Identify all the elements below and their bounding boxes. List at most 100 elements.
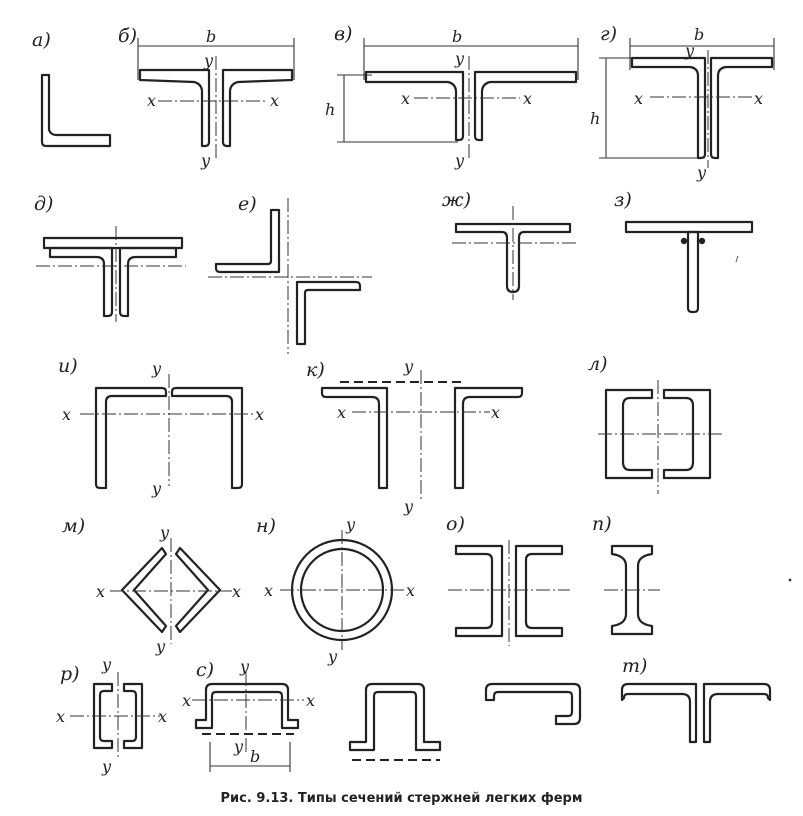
- axis-x-label-s-left: x: [182, 691, 191, 710]
- axis-x-label-n-right: x: [406, 581, 415, 600]
- panel-m: м) x x y y: [62, 515, 241, 656]
- axis-x-label-g-right: x: [754, 89, 763, 108]
- section-s-hat: [194, 682, 300, 730]
- axis-x-label-i-right: x: [255, 405, 264, 424]
- axis-x-label-v-right: x: [523, 89, 532, 108]
- panel-a: а): [32, 29, 112, 148]
- print-speck: [788, 578, 792, 582]
- dim-g-h: h: [590, 109, 600, 128]
- section-d-plate: [42, 236, 184, 250]
- axis-x-label-b-left: x: [147, 91, 156, 110]
- axis-y-label-i-bottom: y: [151, 479, 162, 498]
- section-lying-channel: [484, 682, 582, 726]
- panel-i: и) x x y y: [58, 355, 264, 498]
- panel-d: д): [34, 193, 186, 322]
- section-t-angle-left: [620, 682, 698, 744]
- section-g-angle-left: [630, 56, 707, 160]
- dim-g-b: b: [694, 25, 704, 44]
- dim-v-h: h: [325, 100, 335, 119]
- section-i-angle-left: [94, 386, 168, 490]
- panel-label-e: е): [238, 193, 257, 215]
- axis-y-label-v-top: y: [454, 49, 465, 68]
- section-d-angle-right: [118, 246, 178, 318]
- panel-label-r: р): [60, 663, 80, 685]
- section-b-angle-left: [138, 68, 211, 148]
- axis-y-label-i-top: y: [151, 359, 162, 378]
- section-v-angle-left: [364, 70, 465, 142]
- axis-x-label-i-left: x: [62, 405, 71, 424]
- figure-caption: Рис. 9.13. Типы сечений стержней легких …: [220, 791, 583, 806]
- section-z-flange: [624, 220, 754, 234]
- axis-x-label-k-left: x: [337, 403, 346, 422]
- section-b-angle-right: [221, 68, 294, 148]
- panel-label-m: м): [62, 515, 85, 537]
- panel-label-l: л): [588, 353, 608, 375]
- axis-y-label-m-bottom: y: [155, 637, 166, 656]
- weld-left: [680, 237, 688, 245]
- panel-label-s: с): [196, 659, 214, 681]
- section-o-channel-left: [454, 544, 504, 638]
- axis-x-label-g-left: x: [634, 89, 643, 108]
- panel-l: л): [588, 353, 722, 494]
- dim-line-s-b: [209, 742, 291, 772]
- axis-x-label-m-right: x: [232, 582, 241, 601]
- panel-label-a: а): [32, 29, 51, 51]
- section-m-angle-right: [174, 546, 222, 634]
- section-zh-tee: [454, 222, 572, 294]
- axis-x-label-n-left: x: [264, 581, 273, 600]
- panel-e: е): [208, 193, 372, 354]
- section-l-channel-right: [662, 388, 712, 480]
- panel-label-o: о): [446, 513, 465, 535]
- axis-y-label-r-top: y: [101, 655, 112, 674]
- section-d-angle-left: [48, 246, 114, 318]
- axis-x-label-s-right: x: [306, 691, 315, 710]
- section-r-channel-right: [122, 682, 144, 750]
- section-g-angle-right: [709, 56, 774, 160]
- panel-zh: ж): [442, 189, 576, 300]
- panel-label-b: б): [118, 25, 137, 47]
- axis-x-label-m-left: x: [96, 582, 105, 601]
- panel-label-p: п): [592, 513, 612, 535]
- axis-y-label-n-top: y: [345, 515, 356, 534]
- dim-line-g-b: [629, 38, 775, 70]
- dim-line-b: [137, 38, 295, 80]
- print-speck-2: [735, 255, 739, 263]
- panel-t: т): [620, 655, 772, 744]
- section-i-angle-right: [170, 386, 244, 490]
- section-r-channel-left: [92, 682, 114, 750]
- section-a-angle: [40, 73, 112, 148]
- axis-y-label-m-top: y: [159, 523, 170, 542]
- panel-omega: [348, 682, 442, 761]
- section-o-channel-right: [514, 544, 564, 638]
- panel-label-g: г): [600, 23, 617, 45]
- axis-y-label-b-bottom: y: [200, 151, 211, 170]
- section-v-angle-right: [473, 70, 578, 142]
- panel-v: в) b h x x y y: [325, 23, 579, 170]
- section-e-angle-top: [214, 208, 281, 274]
- axis-y-label-g-bottom: y: [696, 163, 707, 182]
- axis-y-label-n-bottom: y: [327, 647, 338, 666]
- section-omega: [348, 682, 442, 752]
- dim-line-v-b: [363, 38, 579, 80]
- axis-y-label-v-bottom: y: [454, 151, 465, 170]
- panel-label-v: в): [334, 23, 352, 45]
- axis-y-label-k-bottom: y: [403, 497, 414, 516]
- panel-r: р) x x y y: [56, 655, 167, 776]
- panel-z: з): [614, 189, 754, 314]
- axis-x-label-r-left: x: [56, 707, 65, 726]
- axis-y-label-g-top: y: [684, 41, 695, 60]
- section-m-angle-left: [120, 546, 168, 634]
- section-l-channel-left: [604, 388, 654, 480]
- axis-y-label-k-top: y: [403, 357, 414, 376]
- section-p-ibeam: [610, 544, 654, 636]
- axis-x-label-v-left: x: [401, 89, 410, 108]
- axis-y-label-r-bottom: y: [101, 757, 112, 776]
- axis-y-label-s-top: y: [239, 657, 250, 676]
- axis-y-label-b-top: y: [203, 51, 214, 70]
- dim-b-b: b: [206, 27, 216, 46]
- section-e-angle-bottom: [295, 280, 362, 346]
- panel-label-k: к): [306, 359, 325, 381]
- section-k-angle-left: [320, 386, 389, 490]
- panel-label-n: н): [256, 515, 276, 537]
- axis-x-label-b-right: x: [270, 91, 279, 110]
